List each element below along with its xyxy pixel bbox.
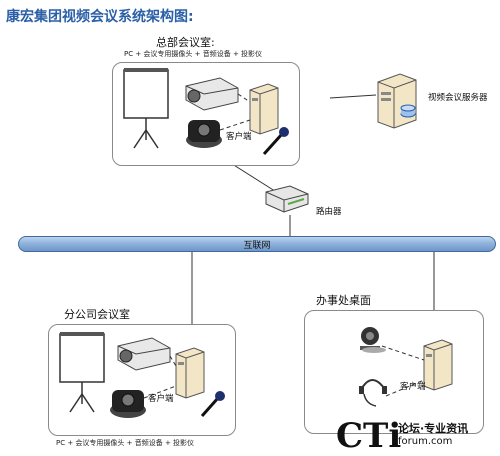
pc-tower-icon [423, 339, 453, 391]
microphone-icon [200, 391, 225, 417]
hq-devices-caption: PC + 会议专用摄像头 + 音频设备 + 投影仪 [124, 50, 263, 58]
office-desktop [304, 310, 484, 434]
branch-devices-caption: PC + 会议专用摄像头 + 音频设备 + 投影仪 [56, 439, 195, 447]
projection-screen-icon [123, 68, 169, 149]
office-equipment [359, 327, 453, 407]
office-client-label: 客户端 [400, 382, 426, 392]
watermark-line2: forum.com [398, 436, 453, 447]
pc-tower-icon [249, 83, 279, 135]
internet-label: 互联网 [243, 241, 271, 251]
branch-client-label: 客户端 [148, 394, 174, 404]
branch-equipment [59, 332, 225, 418]
cti-logo: CTi [336, 416, 402, 456]
headset-icon [359, 379, 387, 407]
microphone-icon [262, 127, 289, 156]
webcam-icon [360, 327, 386, 353]
server-label: 视频会议服务器 [428, 93, 488, 103]
diagram-title: 康宏集团视频会议系统架构图: [6, 9, 194, 25]
projector-icon [185, 77, 239, 111]
server-icon [377, 73, 417, 129]
hq-client-label: 客户端 [226, 132, 252, 142]
office-name: 办事处桌面 [316, 294, 371, 307]
internet-backbone: 互联网 [18, 236, 496, 252]
projection-screen-icon [59, 332, 105, 413]
conference-camera-icon [110, 390, 146, 418]
pc-tower-icon [175, 347, 205, 399]
hq-to-server-line [329, 94, 377, 99]
branch-name: 分公司会议室 [64, 308, 130, 321]
router-icon [265, 185, 309, 213]
projector-icon [117, 337, 171, 371]
watermark-line1: 论坛·专业资讯 [398, 422, 469, 435]
conference-camera-icon [186, 120, 222, 148]
hq-equipment [123, 68, 289, 156]
hq-name: 总部会议室: [156, 36, 215, 49]
router-label: 路由器 [316, 207, 342, 217]
